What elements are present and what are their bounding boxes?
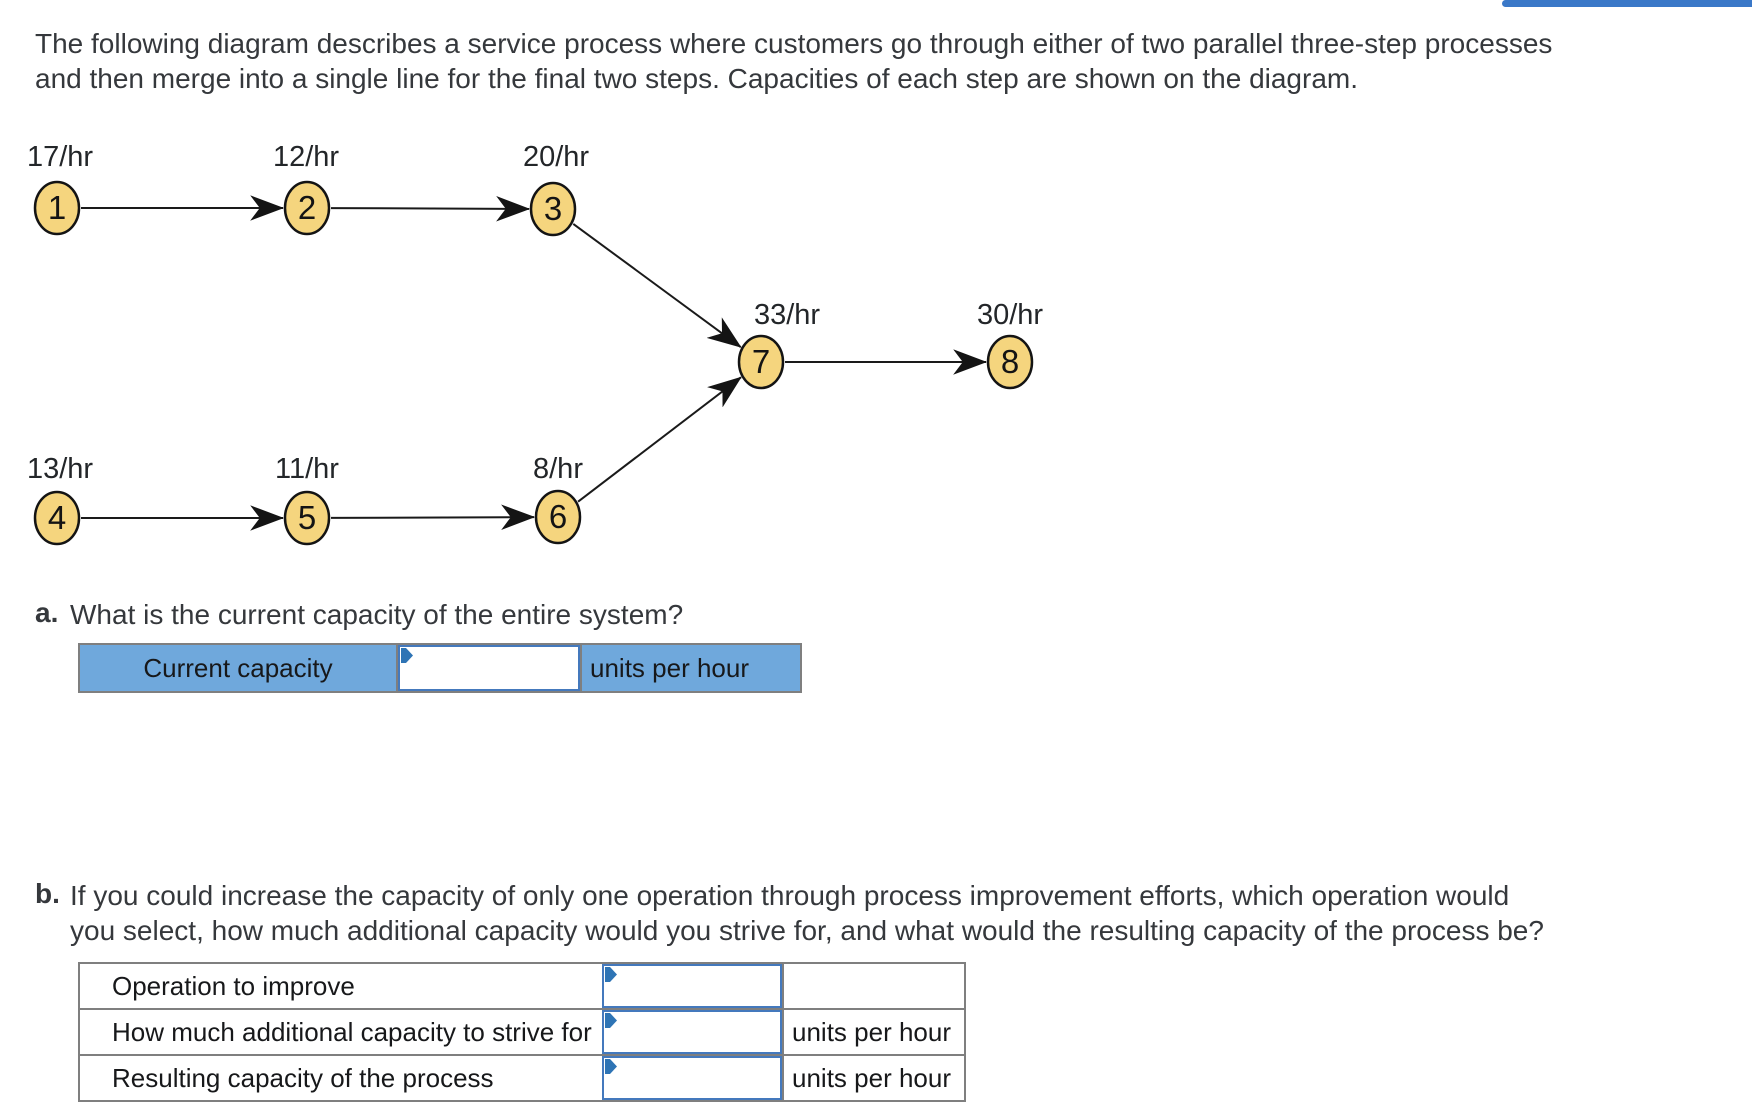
problem-statement: The following diagram describes a servic… — [35, 26, 1752, 96]
node-number-8: 8 — [1001, 343, 1019, 380]
table-row-additional-capacity: How much additional capacity to strive f… — [80, 1008, 964, 1054]
flow-arrow-2-3 — [330, 196, 531, 222]
process-node-1 — [33, 180, 81, 236]
flow-arrow-5-6 — [330, 504, 536, 530]
question-b-line: If you could increase the capacity of on… — [70, 880, 1510, 911]
capacity-label-node-6: 8/hr — [533, 453, 583, 485]
resulting-capacity-input-cell — [602, 1056, 782, 1100]
improvement-table: Operation to improve How much additional… — [78, 962, 966, 1102]
resulting-capacity-input[interactable] — [602, 1056, 782, 1100]
current-capacity-table: Current capacity units per hour — [78, 643, 802, 693]
process-node-2 — [283, 180, 331, 236]
table-row-resulting-capacity: Resulting capacity of the process units … — [80, 1054, 964, 1100]
flow-arrow-6-7 — [577, 376, 742, 503]
node-number-1: 1 — [48, 189, 66, 226]
capacity-label-node-5: 11/hr — [275, 453, 339, 485]
process-node-8 — [986, 334, 1034, 390]
capacity-label-node-7: 33/hr — [754, 299, 820, 331]
question-a: a. What is the current capacity of the e… — [35, 597, 683, 632]
question-b-letter: b. — [35, 878, 60, 909]
current-capacity-units-cell: units per hour — [580, 645, 800, 691]
problem-statement-line: The following diagram describes a servic… — [35, 28, 1553, 59]
question-b-line: you select, how much additional capacity… — [70, 915, 1544, 946]
question-b-text: If you could increase the capacity of on… — [70, 878, 1544, 948]
row-units — [782, 964, 964, 1008]
capacity-label-node-1: 17/hr — [27, 141, 93, 173]
row-label: Operation to improve — [112, 970, 355, 1001]
node-number-5: 5 — [298, 499, 316, 536]
row-label: Resulting capacity of the process — [112, 1062, 494, 1093]
process-node-7 — [737, 334, 785, 390]
current-capacity-input-cell — [398, 645, 580, 691]
row-label: How much additional capacity to strive f… — [112, 1016, 592, 1047]
node-number-4: 4 — [48, 499, 66, 536]
table-row-operation-to-improve: Operation to improve — [80, 964, 964, 1008]
flow-arrow-3-7 — [572, 223, 742, 348]
top-right-button-fragment[interactable] — [1502, 0, 1752, 7]
node-number-2: 2 — [298, 189, 316, 226]
process-node-6 — [534, 489, 582, 545]
additional-capacity-input-cell — [602, 1010, 782, 1054]
operation-to-improve-input[interactable] — [602, 964, 782, 1008]
question-b: b. If you could increase the capacity of… — [35, 878, 1544, 948]
process-node-4 — [33, 490, 81, 546]
operation-input-cell — [602, 964, 782, 1008]
process-node-5 — [283, 490, 331, 546]
capacity-label-node-4: 13/hr — [27, 453, 93, 485]
capacity-label-node-3: 20/hr — [523, 141, 589, 173]
row-units: units per hour — [782, 1010, 964, 1054]
additional-capacity-input[interactable] — [602, 1010, 782, 1054]
process-flow-diagram: 1 17/hr 2 12/hr 3 20/hr 4 13/hr 5 11/hr 6 8/hr 7 33/h… — [27, 141, 1043, 546]
question-a-letter: a. — [35, 597, 59, 628]
node-number-7: 7 — [752, 343, 770, 380]
node-number-6: 6 — [549, 498, 567, 535]
capacity-label-node-8: 30/hr — [977, 299, 1043, 331]
current-capacity-label-cell: Current capacity — [80, 645, 398, 691]
capacity-label-node-2: 12/hr — [273, 141, 339, 173]
question-a-text: What is the current capacity of the enti… — [70, 599, 684, 630]
current-capacity-input[interactable] — [398, 645, 580, 691]
problem-statement-line: and then merge into a single line for th… — [35, 63, 1358, 94]
process-node-3 — [529, 181, 577, 237]
row-units: units per hour — [782, 1056, 964, 1100]
node-number-3: 3 — [544, 190, 562, 227]
